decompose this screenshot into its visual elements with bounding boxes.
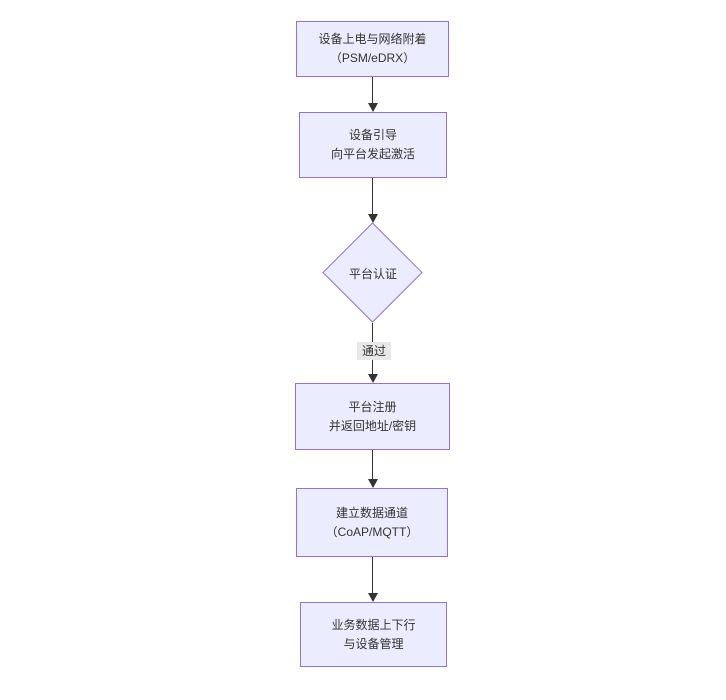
node-label-line: 并返回地址/密钥 [328, 418, 417, 433]
edge-line [372, 77, 373, 105]
arrowhead-down-icon [368, 214, 378, 223]
flow-decision-platform-auth: 平台认证 [322, 222, 424, 323]
arrowhead-down-icon [368, 479, 378, 488]
flow-node-data-channel: 建立数据通道 （CoAP/MQTT） [296, 488, 448, 557]
node-label-line: 设备上电与网络附着 [318, 32, 427, 46]
edge-line [372, 450, 373, 481]
node-label-line: （CoAP/MQTT） [325, 524, 419, 539]
arrowhead-down-icon [368, 103, 378, 112]
node-label-line: 平台注册 [348, 399, 397, 414]
node-label-line: （PSM/eDRX） [329, 51, 416, 65]
node-label-line: 平台认证 [348, 266, 397, 281]
node-label-line: 与设备管理 [343, 636, 404, 651]
flow-node-register: 平台注册 并返回地址/密钥 [295, 383, 450, 450]
edge-line [372, 178, 373, 216]
arrowhead-down-icon [368, 374, 378, 383]
edge-line [372, 557, 373, 595]
node-label-line: 建立数据通道 [335, 505, 408, 520]
flow-node-business-data: 业务数据上下行 与设备管理 [300, 602, 447, 667]
flow-node-bootstrap: 设备引导 向平台发起激活 [299, 112, 447, 178]
node-label-line: 业务数据上下行 [331, 617, 416, 632]
node-label-line: 设备引导 [348, 128, 397, 142]
node-label-line: 向平台发起激活 [330, 147, 415, 161]
flow-node-power-attach: 设备上电与网络附着 （PSM/eDRX） [296, 21, 449, 77]
arrowhead-down-icon [368, 593, 378, 602]
edge-label-pass: 通过 [357, 342, 391, 360]
